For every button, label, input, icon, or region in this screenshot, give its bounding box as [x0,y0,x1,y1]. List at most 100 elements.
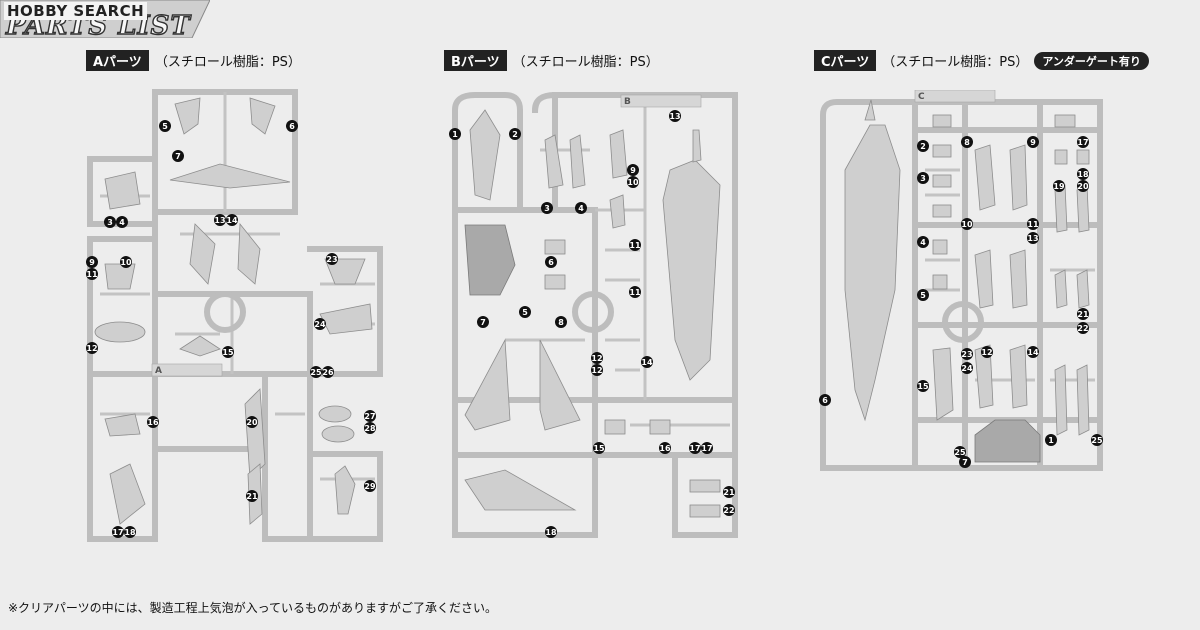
sprue-c-runners [820,99,1103,471]
part-number-dot [1027,232,1039,244]
part-number-dot [519,306,531,318]
part-number-marker: 13 [1027,232,1039,244]
part-number-label: 12 [591,354,602,363]
part-number-dot [1053,180,1065,192]
sheet-c-note-badge: アンダーゲート有り [1034,51,1149,70]
part-number-dot [627,176,639,188]
part-number-label: 1 [1048,436,1054,445]
part-number-marker: 12 [591,364,603,376]
part-number-label: 20 [1077,182,1089,191]
watermark: HOBBY SEARCH [4,2,148,20]
part-number-marker: 25 [310,366,322,378]
part-number-label: 21 [723,488,735,497]
part-number-label: 5 [920,291,926,300]
part-number-label: 12 [591,366,602,375]
part-number-dot [1077,168,1089,180]
part-number-dot [627,164,639,176]
part-number-label: 11 [1027,220,1039,229]
part-number-marker: 1 [449,128,461,140]
part-number-dot [545,526,557,538]
part-number-dot [1027,218,1039,230]
part-number-label: 26 [322,368,334,377]
part-number-marker: 5 [159,120,171,132]
part-number-dot [86,256,98,268]
part-number-dot [314,318,326,330]
part-number-marker: 6 [286,120,298,132]
part-number-label: 11 [86,270,98,279]
sheet-a-label: Aパーツ （スチロール樹脂：PS） [86,50,301,71]
part-number-label: 17 [701,444,712,453]
part-number-dot [1077,136,1089,148]
part-number-marker: 15 [222,346,234,358]
part-number-dot [310,366,322,378]
part-number-label: 9 [89,258,95,267]
part-number-marker: 20 [1077,180,1089,192]
part-number-marker: 27 [364,410,376,422]
part-number-dot [124,526,136,538]
part-number-dot [555,316,567,328]
part-number-marker: 22 [723,504,735,516]
part-number-marker: 26 [322,366,334,378]
part-number-dot [917,289,929,301]
part-number-label: 3 [107,218,113,227]
part-number-label: 18 [124,528,136,537]
part-number-label: 23 [326,255,337,264]
part-number-label: 1 [452,130,458,139]
part-number-label: 4 [920,238,926,247]
part-number-dot [86,342,98,354]
part-number-dot [286,120,298,132]
part-number-dot [917,236,929,248]
part-number-label: 16 [147,418,159,427]
part-number-marker: 3 [541,202,553,214]
part-number-dot [591,364,603,376]
part-number-label: 15 [222,348,234,357]
part-number-label: 14 [641,358,653,367]
part-number-marker: 17 [701,442,713,454]
part-number-dot [364,480,376,492]
part-number-marker: 29 [364,480,376,492]
part-number-marker: 7 [477,316,489,328]
part-number-marker: 11 [1027,218,1039,230]
sprue-b-tag: B [620,94,702,108]
part-number-dot [326,253,338,265]
part-number-marker: 10 [120,256,132,268]
part-number-marker: 4 [575,202,587,214]
part-number-marker: 28 [364,422,376,434]
part-number-dot [689,442,701,454]
part-number-dot [701,442,713,454]
part-number-dot [723,504,735,516]
part-number-label: 4 [578,204,584,213]
part-number-label: 25 [310,368,322,377]
part-number-marker: 11 [629,239,641,251]
part-number-marker: 21 [723,486,735,498]
part-number-dot [961,218,973,230]
part-number-dot [1077,322,1089,334]
part-number-label: 12 [86,344,97,353]
part-number-label: 15 [593,444,605,453]
part-number-dot [172,150,184,162]
part-number-dot [364,422,376,434]
sprue-b-tag-text: B [624,97,631,107]
part-number-label: 6 [548,258,554,267]
part-number-dot [449,128,461,140]
part-number-marker: 3 [917,172,929,184]
part-number-marker: 25 [954,446,966,458]
part-number-dot [1027,346,1039,358]
part-number-label: 15 [917,382,929,391]
part-number-marker: 23 [326,253,338,265]
part-number-dot [1091,434,1103,446]
part-number-dot [591,352,603,364]
sprue-a-parts [94,97,373,525]
sprue-b-parts [464,109,721,518]
part-number-label: 28 [364,424,376,433]
sprue-c-tag: C [914,90,996,103]
footer-note: ※クリアパーツの中には、製造工程上気泡が入っているものがありますがご了承ください… [8,601,497,615]
part-number-dot [961,136,973,148]
sheet-b-chip: Bパーツ [444,50,507,71]
part-number-marker: 17 [689,442,701,454]
part-number-marker: 5 [519,306,531,318]
part-number-marker: 21 [1077,308,1089,320]
part-number-marker: 5 [917,289,929,301]
